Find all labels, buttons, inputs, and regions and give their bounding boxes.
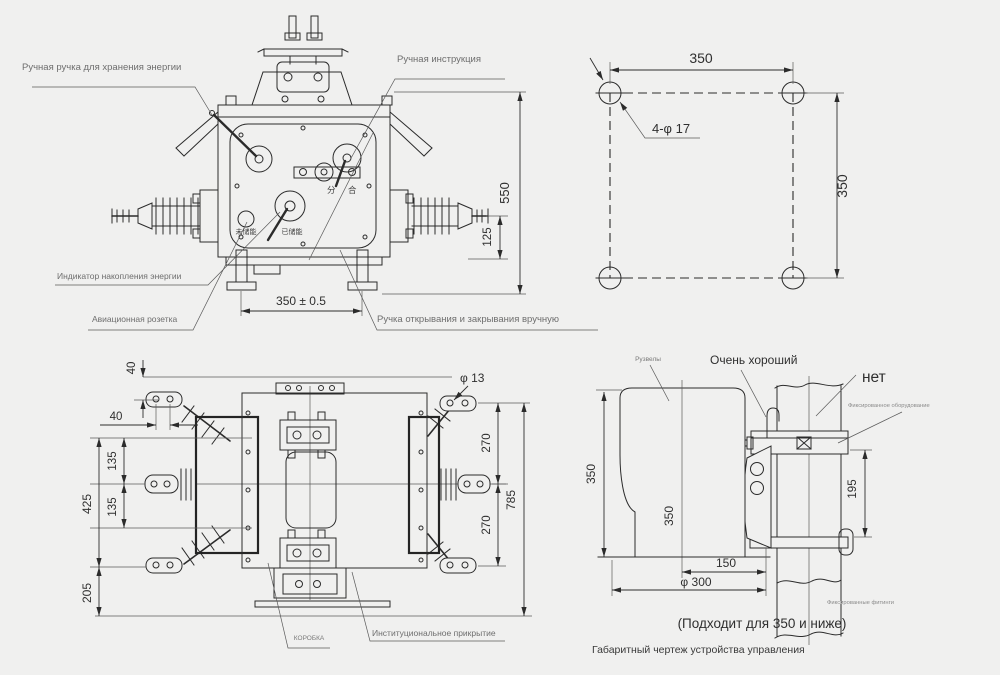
leader-manual-instruction <box>349 78 505 161</box>
left-bushing-fins <box>155 197 199 235</box>
plan-labels: КОРОБКА Институциональное прикрытие <box>267 562 505 649</box>
mounting-plate <box>743 407 780 549</box>
panel-mechanisms: 分 合 未储能 已储能 <box>209 110 362 242</box>
caption-fit: (Подходит для 350 и ниже) <box>678 616 847 631</box>
hole-pattern-view: 350 350 4-φ 17 <box>589 50 850 290</box>
side-dimensions: 350 350 195 150 φ 300 <box>584 389 872 596</box>
dim-350-left: 350 <box>584 464 598 484</box>
leader-energy-indicator <box>55 211 281 286</box>
leader-manual-open-close <box>339 249 598 331</box>
top-view: 40 40 425 135 135 205 270 270 <box>80 360 532 649</box>
mark-close: 合 <box>348 185 357 195</box>
dim-785: 785 <box>504 490 518 510</box>
label-cover: Институциональное прикрытие <box>372 628 496 638</box>
label-hole-callout: 4-φ 17 <box>652 121 690 136</box>
hole-pattern-centerlines <box>609 92 794 279</box>
top-terminal <box>257 15 349 93</box>
label-body: Рузвелы <box>635 356 661 363</box>
hanger-hook <box>766 407 780 439</box>
pole <box>774 376 844 645</box>
label-energy-handle: Ручная ручка для хранения энергии <box>22 62 181 73</box>
label-pole: нет <box>862 369 886 386</box>
dim-350-inner: 350 <box>662 506 676 526</box>
cabinet-profile <box>597 380 771 578</box>
dim-350-horizontal: 350 <box>689 50 713 66</box>
terminal-pads <box>144 391 491 574</box>
left-bushing <box>111 189 219 243</box>
caption-title: Габаритный чертеж устройства управления <box>592 644 805 656</box>
label-box: КОРОБКА <box>294 635 325 642</box>
pole-clamp <box>737 430 854 556</box>
label-clamp: Фиксированное оборудование <box>848 403 930 409</box>
dim-350-vertical: 350 <box>834 174 850 198</box>
side-labels: Рузвелы Очень хороший нет Фиксированное … <box>635 353 930 606</box>
front-view: 分 合 未储能 已储能 550 125 350 ± 0.5 <box>22 15 598 331</box>
plan-edge-bolts <box>245 410 424 563</box>
plan-body <box>241 382 428 608</box>
label-fittings: Фиксированные фитинги <box>827 600 894 606</box>
label-manual-open-close: Ручка открывания и закрывания вручную <box>377 314 559 325</box>
mark-not-charged: 未储能 <box>236 227 257 236</box>
right-pole-frame <box>407 415 441 555</box>
label-energy-indicator: Индикатор накопления энергии <box>57 271 182 281</box>
plan-dimensions: 40 40 425 135 135 205 270 270 <box>80 360 532 617</box>
hole-pattern-dimensions: 350 350 <box>609 50 850 279</box>
left-pole-frame <box>194 415 260 555</box>
label-hook: Очень хороший <box>710 353 797 367</box>
dim-150: 150 <box>716 556 736 570</box>
dim-125: 125 <box>482 227 494 246</box>
plan-bushing-fins <box>180 468 457 501</box>
mark-open: 分 <box>327 185 336 195</box>
mark-charged: 已储能 <box>282 227 303 236</box>
mounting-feet <box>226 249 378 291</box>
dim-425: 425 <box>80 494 94 514</box>
bottom-cover-plate <box>254 600 391 608</box>
label-aviation-socket: Авиационная розетка <box>92 314 177 324</box>
dim-40-vertical: 40 <box>126 362 138 375</box>
dim-270-upper: 270 <box>481 433 493 452</box>
label-manual-instruction: Ручная инструкция <box>397 54 481 65</box>
leader-aviation-socket <box>88 221 248 331</box>
front-dimensions: 550 125 350 ± 0.5 <box>240 91 526 316</box>
dim-135-upper: 135 <box>107 451 119 470</box>
clamp-clip <box>838 528 854 556</box>
side-view: 350 350 195 150 φ 300 Рузвелы Очень хоро… <box>584 353 930 656</box>
front-labels: Ручная ручка для хранения энергии Ручная… <box>22 54 598 331</box>
dim-40-horizontal: 40 <box>110 411 123 423</box>
right-bushing-fins <box>413 197 450 235</box>
dim-135-lower: 135 <box>107 497 119 516</box>
dim-350-feet: 350 ± 0.5 <box>276 294 326 308</box>
diagonal-insulators <box>181 405 451 566</box>
dim-550: 550 <box>497 182 512 204</box>
top-bushing-base <box>251 71 353 106</box>
hole-callout: 4-φ 17 <box>589 57 700 139</box>
dim-205: 205 <box>80 583 94 603</box>
right-bushing <box>389 189 489 243</box>
control-box <box>273 567 347 599</box>
tank-body <box>217 104 391 275</box>
dim-195: 195 <box>847 479 859 498</box>
leader-box <box>267 562 330 649</box>
dim-phi300: φ 300 <box>680 575 711 589</box>
leader-energy-handle <box>32 86 213 116</box>
aviation-socket-port <box>237 210 255 228</box>
leader-cross-line <box>308 132 374 261</box>
dim-270-lower: 270 <box>481 515 493 534</box>
leader-cover <box>351 571 505 642</box>
dim-phi13: φ 13 <box>460 371 485 385</box>
